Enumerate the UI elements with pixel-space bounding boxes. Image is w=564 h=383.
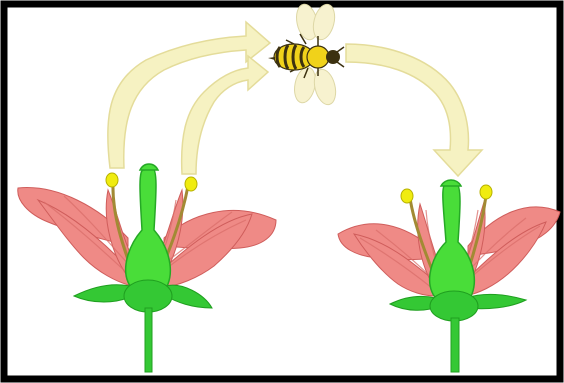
anther-right [185, 177, 197, 191]
stem-right [451, 318, 459, 372]
stem-left [145, 308, 152, 372]
flower-left [18, 164, 276, 372]
bee-thorax [307, 46, 329, 68]
pistil-right [430, 184, 475, 305]
arrow-bee-to-pistil [346, 44, 482, 176]
sepal-right [166, 285, 212, 308]
bee-icon [268, 2, 344, 107]
stigma-right [441, 180, 461, 186]
bee-wing-bottom-right [311, 67, 339, 107]
bee-stinger [268, 57, 275, 60]
anther-right [480, 185, 492, 199]
anther-left [106, 173, 118, 187]
receptacle-right [430, 291, 478, 321]
arrow-anther-right-to-bee [182, 56, 268, 174]
receptacle-left [124, 280, 172, 312]
sepal-left [74, 285, 132, 302]
pistil-left [126, 168, 171, 295]
stigma-left [140, 164, 158, 170]
anther-left [401, 189, 413, 203]
flower-right [338, 180, 560, 372]
